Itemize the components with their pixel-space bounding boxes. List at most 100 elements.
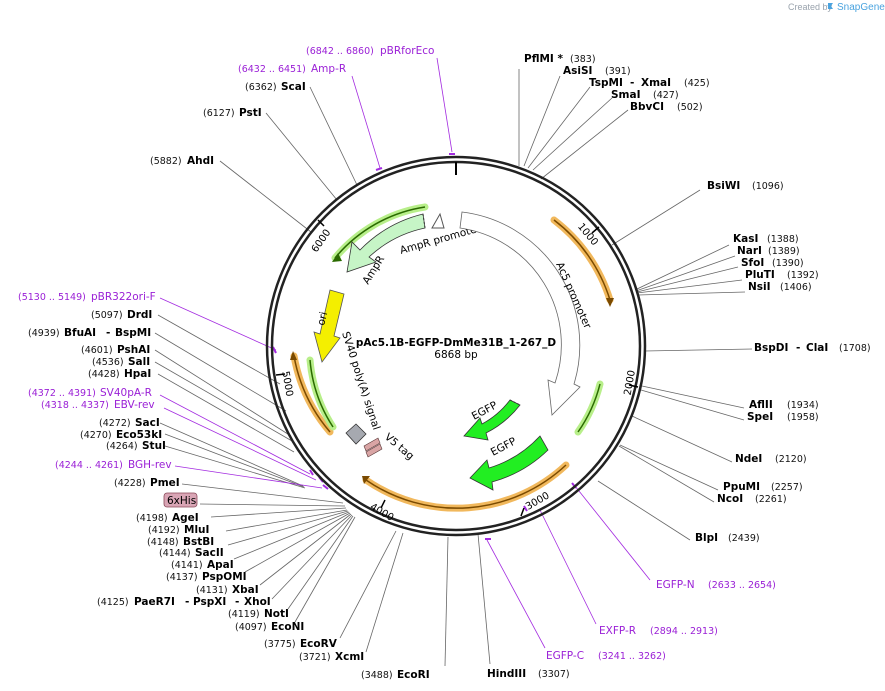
svg-text:NotI: NotI bbox=[264, 608, 289, 620]
site-bsiwi[interactable]: BsiWI(1096) bbox=[707, 180, 784, 192]
site-bbvci[interactable]: BbvCI(502) bbox=[630, 101, 703, 113]
site-saci[interactable]: (4272)SacI bbox=[99, 417, 160, 429]
svg-text:(4125): (4125) bbox=[97, 597, 129, 608]
svg-text:(6432 .. 6451): (6432 .. 6451) bbox=[238, 64, 306, 75]
site-agei[interactable]: (4198)AgeI bbox=[136, 512, 199, 524]
site-bfuai-bspmi[interactable]: (4939)BfuAI-BspMI bbox=[28, 327, 151, 339]
svg-text:(1958): (1958) bbox=[787, 412, 819, 423]
site-eco53ki[interactable]: (4270)Eco53kI bbox=[80, 429, 162, 441]
site-sacii[interactable]: (4144)SacII bbox=[159, 547, 224, 559]
svg-text:HindIII: HindIII bbox=[487, 668, 526, 680]
site-xcmi[interactable]: (3721)XcmI bbox=[299, 651, 364, 663]
svg-text:XbaI: XbaI bbox=[232, 584, 259, 596]
his-tag-badge: 6xHis bbox=[163, 492, 198, 508]
site-noti[interactable]: (4119)NotI bbox=[228, 608, 289, 620]
site-blpi[interactable]: BlpI(2439) bbox=[695, 532, 760, 544]
site-pspomi[interactable]: (4137) PspOMI bbox=[166, 571, 247, 583]
svg-text:BlpI: BlpI bbox=[695, 532, 718, 544]
svg-text:SacII: SacII bbox=[195, 547, 224, 559]
egfp-arrow-2 bbox=[469, 435, 549, 491]
svg-text:SalI: SalI bbox=[128, 356, 150, 368]
svg-text:(4318 .. 4337): (4318 .. 4337) bbox=[41, 400, 109, 411]
primer-bgh-rev[interactable]: (4244 .. 4261)BGH-rev bbox=[55, 459, 172, 471]
svg-text:HpaI: HpaI bbox=[124, 368, 151, 380]
tick-5000: 5000 bbox=[279, 370, 294, 397]
sv40-box bbox=[345, 423, 367, 445]
site-ecori[interactable]: (3488)EcoRI bbox=[361, 669, 430, 681]
primer-leader-lines bbox=[159, 57, 651, 649]
site-ecorv[interactable]: (3775)EcoRV bbox=[264, 638, 338, 650]
site-bstbi[interactable]: (4148)BstBI bbox=[147, 536, 214, 548]
plasmid-length: 6868 bp bbox=[434, 349, 478, 361]
primer-exfp-r[interactable]: EXFP-R(2894 .. 2913) bbox=[599, 625, 718, 637]
site-psti[interactable]: (6127)PstI bbox=[203, 107, 262, 119]
svg-text:XcmI: XcmI bbox=[335, 651, 364, 663]
orange-arc-ac5-line bbox=[553, 219, 611, 301]
svg-text:-: - bbox=[185, 596, 189, 608]
site-bspdi-clai[interactable]: BspDI-ClaI(1708) bbox=[754, 342, 871, 354]
svg-text:DrdI: DrdI bbox=[127, 309, 152, 321]
ori-label: ori bbox=[315, 311, 330, 327]
site-sali[interactable]: (4536)SalI bbox=[92, 356, 150, 368]
svg-text:(5882): (5882) bbox=[150, 156, 182, 167]
orange-arc-left-head bbox=[290, 351, 297, 360]
v5-tag-mark-2 bbox=[365, 443, 383, 458]
site-drdi[interactable]: (5097)DrdI bbox=[91, 309, 152, 321]
svg-text:(4137): (4137) bbox=[166, 572, 198, 583]
svg-text:AhdI: AhdI bbox=[187, 155, 214, 167]
site-xbai[interactable]: (4131)XbaI bbox=[196, 584, 259, 596]
svg-text:PstI: PstI bbox=[239, 107, 262, 119]
site-pmei[interactable]: (4228)PmeI bbox=[114, 477, 180, 489]
site-spei[interactable]: SpeI(1958) bbox=[747, 411, 819, 423]
site-pshai[interactable]: (4601)PshAI bbox=[81, 344, 150, 356]
site-mlui[interactable]: (4192)MluI bbox=[148, 524, 209, 536]
site-ahdi[interactable]: (5882) AhdI bbox=[150, 155, 214, 167]
svg-text:(427): (427) bbox=[653, 90, 679, 101]
svg-text:(4097): (4097) bbox=[235, 622, 267, 633]
site-sfoi[interactable]: SfoI(1390) bbox=[741, 257, 804, 269]
primer-pbr322ori-f[interactable]: (5130 .. 5149)pBR322ori-F bbox=[18, 291, 156, 303]
v5-tag-label: V5 tag bbox=[382, 431, 416, 462]
site-smai[interactable]: SmaI(427) bbox=[611, 89, 679, 101]
site-hindiii[interactable]: HindIII(3307) bbox=[487, 668, 570, 680]
primer-pbrforeco[interactable]: (6842 .. 6860)pBRforEco bbox=[306, 45, 434, 57]
site-apai[interactable]: (4141)ApaI bbox=[171, 559, 234, 571]
site-ndei[interactable]: NdeI(2120) bbox=[735, 453, 807, 465]
site-aflii[interactable]: AflII(1934) bbox=[749, 399, 819, 411]
site-econi[interactable]: (4097)EcoNI bbox=[235, 621, 304, 633]
primer-sv40pa-r[interactable]: (4372 .. 4391)SV40pA-R bbox=[28, 387, 152, 399]
site-kasi[interactable]: KasI(1388) bbox=[733, 233, 799, 245]
site-scai[interactable]: (6362)ScaI bbox=[245, 81, 306, 93]
site-hpai[interactable]: (4428)HpaI bbox=[88, 368, 151, 380]
svg-text:(4228): (4228) bbox=[114, 478, 146, 489]
svg-text:(4372 .. 4391): (4372 .. 4391) bbox=[28, 388, 96, 399]
primer-egfp-n[interactable]: EGFP-N(2633 .. 2654) bbox=[656, 579, 776, 591]
scale-ticks bbox=[275, 219, 639, 517]
svg-text:SfoI: SfoI bbox=[741, 257, 764, 269]
site-asisi[interactable]: AsiSI(391) bbox=[563, 65, 631, 77]
site-ncoi[interactable]: NcoI(2261) bbox=[717, 493, 787, 505]
svg-text:(3488): (3488) bbox=[361, 670, 393, 681]
svg-text:NarI: NarI bbox=[737, 245, 762, 257]
svg-text:BbvCI: BbvCI bbox=[630, 101, 664, 113]
site-pflmi[interactable]: PflMI *(383) bbox=[524, 53, 596, 65]
site-nsii[interactable]: NsiI(1406) bbox=[748, 281, 812, 293]
svg-text:AsiSI: AsiSI bbox=[563, 65, 592, 77]
site-paer7i-pspxi-xhoi[interactable]: (4125)PaeR7I-PspXI-XhoI bbox=[97, 596, 271, 608]
svg-text:ClaI: ClaI bbox=[806, 342, 828, 354]
svg-text:(2257): (2257) bbox=[771, 482, 803, 493]
svg-text:PshAI: PshAI bbox=[117, 344, 150, 356]
svg-text:AflII: AflII bbox=[749, 399, 773, 411]
site-tspmi-xmai[interactable]: TspMI-XmaI(425) bbox=[589, 77, 710, 89]
primer-egfp-c[interactable]: EGFP-C(3241 .. 3262) bbox=[546, 650, 666, 662]
svg-text:BsiWI: BsiWI bbox=[707, 180, 740, 192]
svg-text:(4192): (4192) bbox=[148, 525, 180, 536]
svg-text:PspOMI: PspOMI bbox=[202, 571, 247, 583]
site-ppumi[interactable]: PpuMI(2257) bbox=[723, 481, 803, 493]
site-pluti[interactable]: PluTI(1392) bbox=[745, 269, 819, 281]
primer-amp-r[interactable]: (6432 .. 6451)Amp-R bbox=[238, 63, 346, 75]
site-nari[interactable]: NarI(1389) bbox=[737, 245, 800, 257]
primer-ebv-rev[interactable]: (4318 .. 4337)EBV-rev bbox=[41, 399, 155, 411]
site-stui[interactable]: (4264)StuI bbox=[106, 440, 166, 452]
